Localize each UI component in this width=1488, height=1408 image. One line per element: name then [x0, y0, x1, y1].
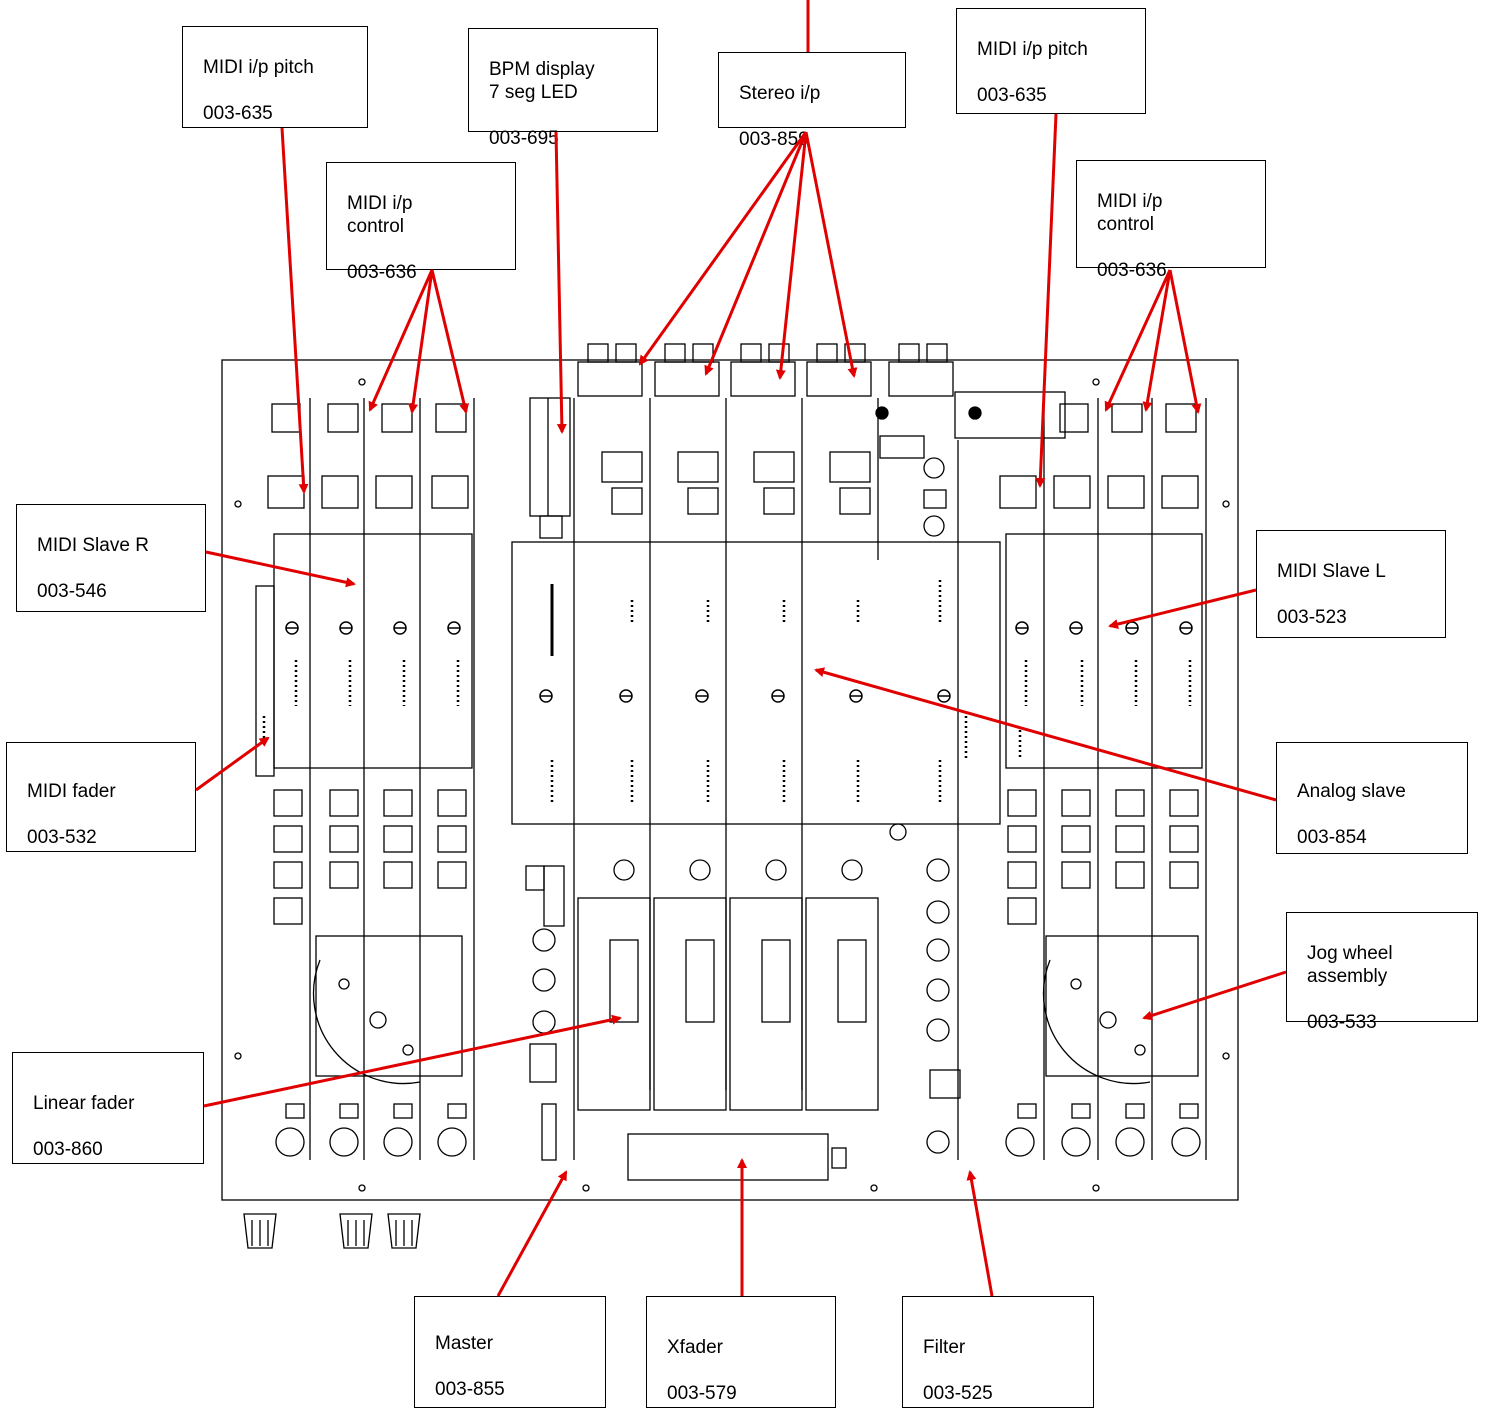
label-midi-fader: MIDI fader 003-532: [6, 742, 196, 852]
label-title: Linear fader: [33, 1093, 135, 1114]
midi-slave-r-board: [273, 533, 473, 769]
filter-column: [889, 823, 961, 1154]
label-bpm-display: BPM display 7 seg LED 003-695: [468, 28, 658, 149]
label-part-number: 003-854: [1297, 827, 1367, 848]
label-title: MIDI i/p pitch: [977, 39, 1088, 60]
mounting-holes: [234, 378, 1230, 1192]
label-part-number: 003-635: [977, 85, 1047, 106]
label-jog-wheel: Jog wheel assembly 003-533: [1286, 912, 1478, 1033]
board-screws: [285, 621, 1193, 703]
label-part-number: 003-523: [1277, 607, 1347, 628]
midi-slave-r-back: [255, 585, 275, 777]
label-midi-pitch-r: MIDI i/p pitch 003-635: [182, 26, 368, 128]
label-part-number: 003-579: [667, 1383, 737, 1404]
knob-caps: [243, 1213, 421, 1249]
label-title: MIDI i/p control: [1097, 191, 1163, 235]
center-upper-parts: [573, 398, 959, 1160]
label-part-number: 003-855: [435, 1379, 505, 1400]
master-column: [525, 865, 565, 1161]
label-title: MIDI i/p pitch: [203, 57, 314, 78]
label-midi-control-r: MIDI i/p control 003-636: [326, 162, 516, 283]
label-title: MIDI i/p control: [347, 193, 413, 237]
midi-slave-l-board: [1005, 533, 1203, 769]
label-filter: Filter 003-525: [902, 1296, 1094, 1408]
label-title: BPM display 7 seg LED: [489, 59, 595, 103]
label-part-number: 003-695: [489, 128, 559, 149]
right-upper-switches: [999, 398, 1207, 1160]
label-title: MIDI Slave L: [1277, 561, 1386, 582]
label-part-number: 003-525: [923, 1383, 993, 1404]
label-part-number: 003-533: [1307, 1012, 1377, 1033]
label-part-number: 003-636: [1097, 260, 1167, 281]
right-lower-switches: [1007, 789, 1199, 1085]
label-part-number: 003-546: [37, 581, 107, 602]
label-linear-fader: Linear fader 003-860: [12, 1052, 204, 1164]
connector-pins: [262, 580, 1192, 804]
analog-slave-board: [511, 541, 1001, 825]
label-part-number: 003-532: [27, 827, 97, 848]
bpm-display-board: [529, 397, 571, 539]
label-part-number: 003-860: [33, 1139, 103, 1160]
xfader-connector: [831, 1147, 847, 1169]
label-part-number: 003-635: [203, 103, 273, 124]
linear-fader-boards: [577, 859, 879, 1111]
label-title: MIDI Slave R: [37, 535, 149, 556]
label-title: Xfader: [667, 1337, 723, 1358]
label-midi-pitch-l: MIDI i/p pitch 003-635: [956, 8, 1146, 114]
label-title: Master: [435, 1333, 494, 1354]
left-lower-switches: [273, 789, 467, 1085]
xfader-board: [627, 1133, 829, 1181]
stereo-jacks: [577, 343, 1066, 459]
label-part-number: 003-859: [739, 129, 809, 150]
label-stereo-ip: Stereo i/p 003-859: [718, 52, 906, 150]
label-title: Stereo i/p: [739, 83, 821, 104]
label-part-number: 003-636: [347, 262, 417, 283]
bottom-knobs: [275, 1103, 1201, 1157]
label-xfader: Xfader 003-579: [646, 1296, 836, 1408]
label-analog-slave: Analog slave 003-854: [1276, 742, 1468, 854]
label-title: MIDI fader: [27, 781, 116, 802]
label-midi-control-l: MIDI i/p control 003-636: [1076, 160, 1266, 281]
label-title: Jog wheel assembly: [1307, 943, 1393, 987]
label-midi-slave-l: MIDI Slave L 003-523: [1256, 530, 1446, 638]
left-upper-switches: [267, 398, 475, 1160]
label-title: Filter: [923, 1337, 966, 1358]
label-master: Master 003-855: [414, 1296, 606, 1408]
label-title: Analog slave: [1297, 781, 1406, 802]
label-midi-slave-r: MIDI Slave R 003-546: [16, 504, 206, 612]
